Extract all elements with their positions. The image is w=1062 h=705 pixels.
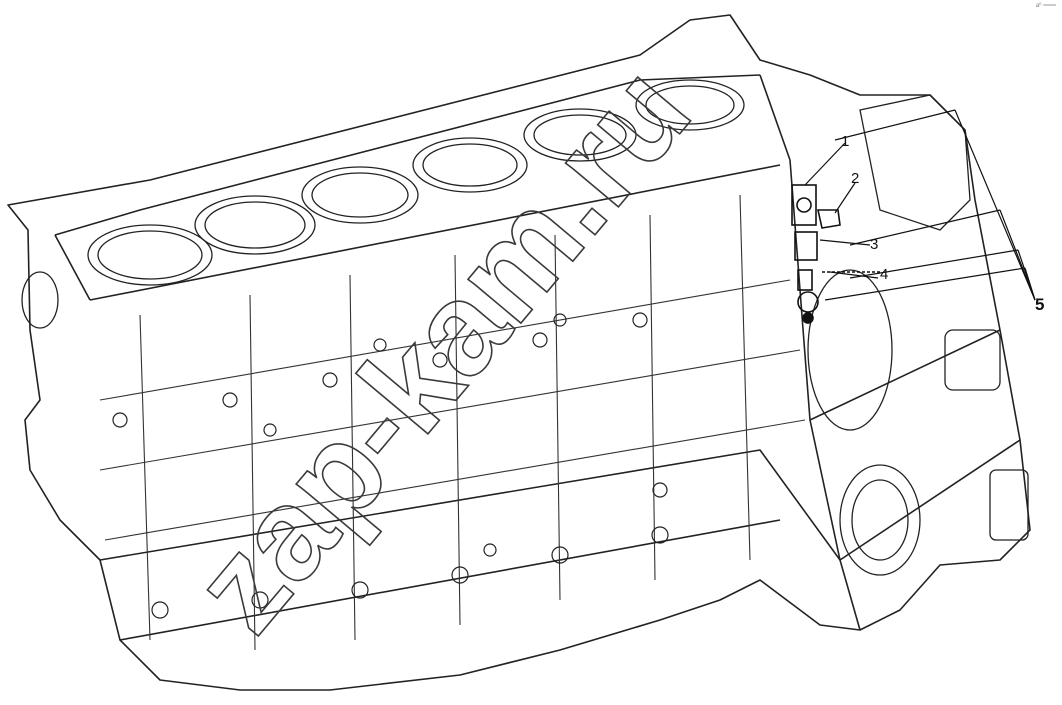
corner-mark: a⁰ ═══ bbox=[1035, 3, 1056, 9]
callout-5: 5 bbox=[1035, 295, 1045, 314]
callout-2: 2 bbox=[851, 170, 860, 187]
bolt-bosses bbox=[112, 312, 669, 619]
callout-1: 1 bbox=[841, 133, 850, 150]
sensor-assembly bbox=[791, 184, 880, 324]
leader-lines bbox=[804, 109, 1036, 301]
side-ribs bbox=[99, 194, 806, 651]
cylinder-bores bbox=[87, 79, 745, 286]
callout-3: 3 bbox=[870, 236, 879, 253]
callout-4: 4 bbox=[880, 266, 889, 283]
front-cover-details bbox=[21, 94, 1029, 576]
